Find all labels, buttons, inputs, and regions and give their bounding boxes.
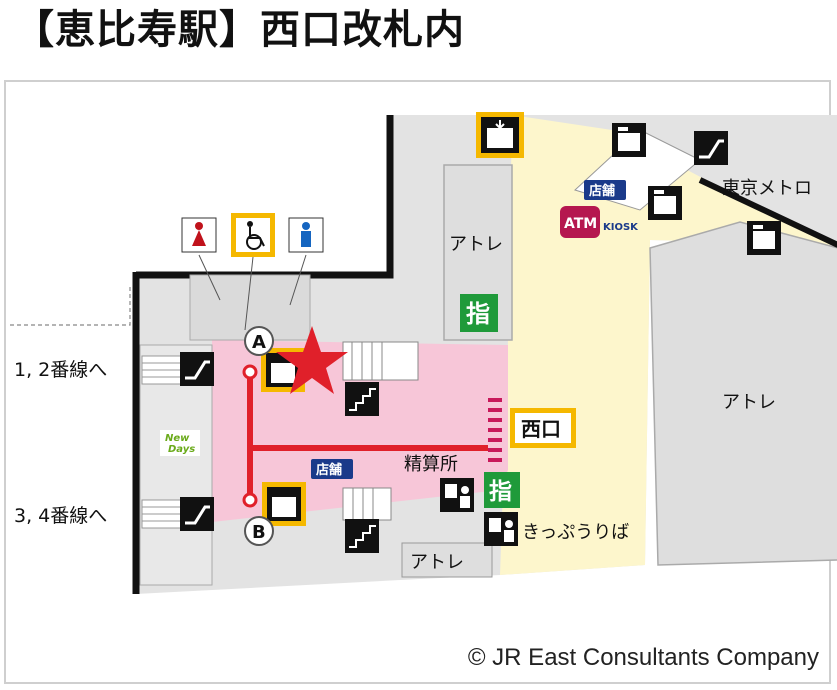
atre-bottom-label: アトレ	[410, 552, 464, 573]
fare-adjustment-label: 精算所	[404, 454, 458, 475]
marker-b-label: B	[252, 522, 266, 543]
escalator-left-lower	[141, 499, 183, 529]
locker-icon-3	[747, 221, 781, 255]
copyright-text: © JR East Consultants Company	[467, 644, 819, 671]
accessible-toilet-icon	[231, 213, 275, 257]
platform-12-label: 1, 2番線へ	[14, 359, 107, 381]
ticket-machine-icon-1	[440, 478, 474, 512]
shop-1-label: 店舗	[316, 462, 342, 478]
west-exit-label: 西口	[521, 417, 561, 441]
locker-icon-2	[648, 186, 682, 220]
female-toilet-icon	[181, 217, 217, 253]
shop-2-label: 店舗	[589, 183, 615, 199]
newdays-logo-bg	[160, 430, 200, 456]
ticket-office-label: きっぷうりば	[522, 522, 629, 543]
atre-right-building	[649, 221, 837, 566]
reserved-ticket-sign-1	[460, 294, 498, 332]
west-exit-sign-inner	[515, 413, 571, 443]
stairs-icon-lower	[345, 519, 379, 553]
reserved-ticket-label-2: 指	[489, 479, 512, 505]
locker-icon-1	[612, 123, 646, 157]
platform-34-label: 3, 4番線へ	[14, 505, 107, 527]
escalator-icon-upper	[180, 352, 214, 386]
marker-b	[244, 516, 274, 546]
reserved-ticket-sign-2	[484, 472, 520, 508]
stairs-upper	[342, 341, 419, 381]
atre-bottom-box	[401, 542, 493, 578]
marker-a-label: A	[252, 332, 266, 353]
ticket-gates	[488, 398, 502, 462]
wall-right	[698, 177, 837, 248]
escalator-icon-lower	[180, 497, 214, 531]
atm-badge	[560, 206, 600, 238]
escalator-left-upper	[141, 355, 183, 385]
platform-boundary	[10, 285, 131, 326]
escalator-icon-top-right	[694, 131, 728, 165]
current-location-star-icon	[276, 326, 348, 394]
atre-right-label: アトレ	[722, 392, 776, 413]
page-title: 【恵比寿駅】西口改札内	[14, 7, 465, 53]
male-toilet-icon	[288, 217, 324, 253]
kiosk-label: KIOSK	[603, 222, 639, 233]
tokyo-metro-label: 東京メトロ	[722, 178, 812, 199]
route-line	[242, 364, 488, 508]
atre-center-label: アトレ	[449, 234, 503, 255]
marker-a	[244, 326, 274, 356]
newdays-label-1: New	[165, 433, 190, 444]
shop-badge-2	[584, 180, 626, 200]
shop-badge-1	[311, 459, 353, 479]
toilet-pointers	[198, 254, 307, 331]
stairs-icon-upper	[345, 382, 379, 416]
elevator-icon-b	[262, 482, 306, 526]
ticket-machine-icon-2	[484, 512, 518, 546]
atm-label: ATM	[564, 216, 597, 232]
reserved-ticket-label-1: 指	[466, 300, 490, 328]
newdays-label-2: Days	[168, 444, 195, 455]
stairs-lower	[342, 487, 392, 521]
elevator-icon-top	[476, 112, 524, 158]
